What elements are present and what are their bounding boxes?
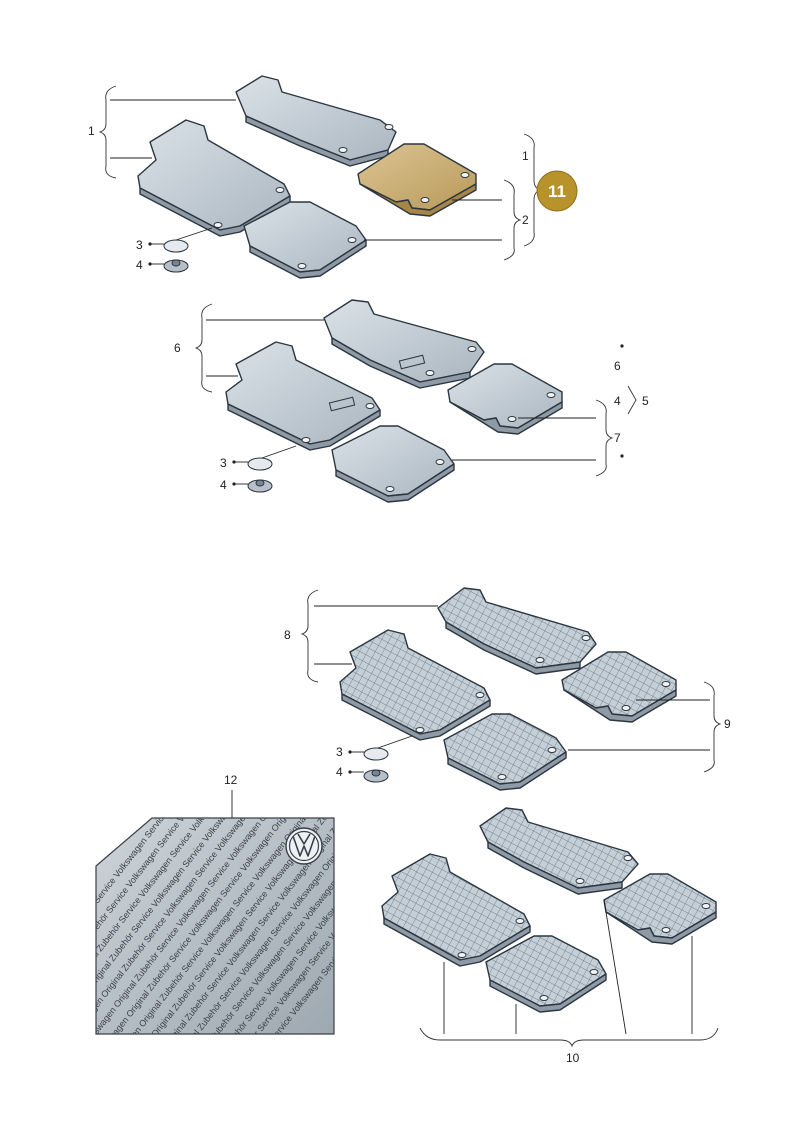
callout-4-right: 4 <box>614 394 621 408</box>
callout-10: 10 <box>566 1051 580 1065</box>
callout-7: 7 <box>614 431 621 445</box>
callout-4-mid: 4 <box>220 478 227 492</box>
mat-rubber-rear-small-bottom[interactable] <box>603 873 717 945</box>
callout-1-right: 1 <box>522 149 529 163</box>
callout-3-lower: 3 <box>336 745 343 759</box>
callout-3-top: 3 <box>136 238 143 252</box>
callout-4-top: 4 <box>136 258 143 272</box>
mat-rubber-front-left-bottom[interactable] <box>479 807 639 895</box>
mat-rubber-rear[interactable] <box>443 713 567 791</box>
mat-rear-mid[interactable] <box>331 425 455 503</box>
callout-6-right: 6 <box>614 359 621 373</box>
mat-rubber-front-left[interactable] <box>437 587 597 675</box>
callout-12: 12 <box>224 773 238 787</box>
clip-base-lower <box>363 769 389 783</box>
group-mats-set-4: 10 <box>381 807 719 1065</box>
clip-cap-top <box>163 239 189 253</box>
callout-6-left: 6 <box>174 341 181 355</box>
callout-4-lower: 4 <box>336 765 343 779</box>
callout-2: 2 <box>522 213 529 227</box>
badge-11[interactable]: 11 <box>536 170 578 212</box>
mat-rubber-front-right[interactable] <box>339 629 491 741</box>
clip-base-mid <box>247 479 273 493</box>
info-plate: Volkswagen Original Zubehör Service Volk… <box>95 773 335 1035</box>
callout-5: 5 <box>642 394 649 408</box>
callout-3-mid: 3 <box>220 456 227 470</box>
mat-rear-top[interactable] <box>243 201 367 279</box>
clip-cap-mid <box>247 457 273 471</box>
callout-9: 9 <box>724 717 731 731</box>
mat-rubber-front-right-bottom[interactable] <box>381 853 531 967</box>
group-mats-set-1: 1 3 4 1 2 11 <box>88 75 578 279</box>
mat-rubber-rear-bottom[interactable] <box>485 935 607 1013</box>
callout-1-left: 1 <box>88 124 95 138</box>
group-mats-set-2: 6 3 4 6 4 5 7 <box>174 299 649 503</box>
mat-front-left-mid[interactable] <box>323 299 485 389</box>
mat-front-left-top[interactable] <box>235 75 397 167</box>
mat-front-right-mid[interactable] <box>225 341 381 451</box>
clip-base-top <box>163 259 189 273</box>
clip-cap-lower <box>363 747 389 761</box>
group-mats-set-3: 8 3 4 9 <box>284 587 731 791</box>
callout-8: 8 <box>284 628 291 642</box>
vw-logo-icon <box>285 827 323 865</box>
badge-11-label: 11 <box>548 182 566 201</box>
